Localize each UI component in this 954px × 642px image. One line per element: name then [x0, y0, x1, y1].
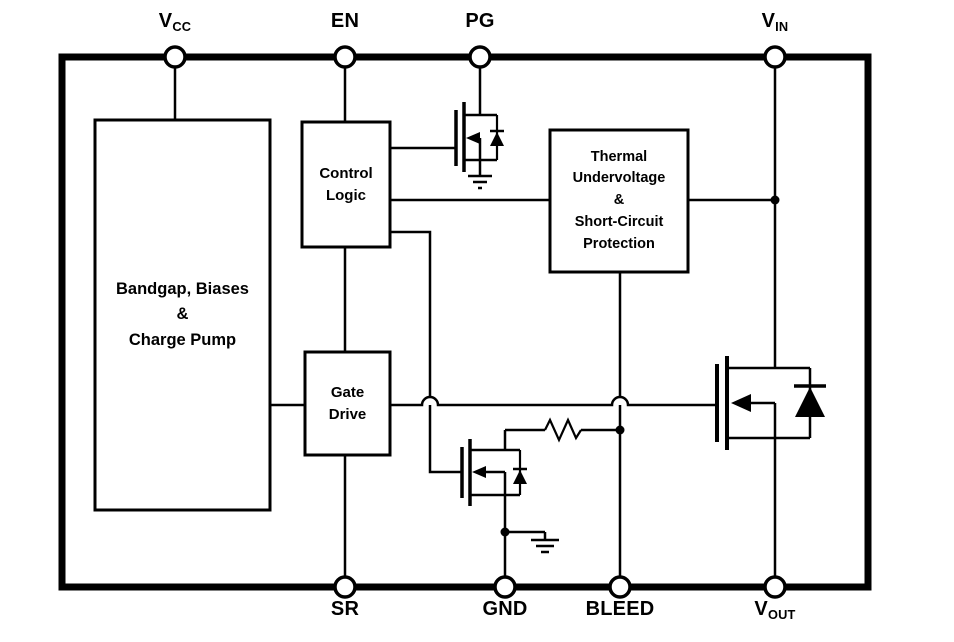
pin-label-vcc-base: V — [158, 10, 173, 32]
bandgap-block-box — [93, 118, 272, 512]
pin-terminal-en — [333, 45, 357, 69]
pin-label-pg-base: PG — [465, 10, 495, 32]
pin-label-vin-sub: IN — [775, 19, 789, 34]
pin-terminal-vin — [763, 45, 787, 69]
pin-label-pg: PG — [465, 10, 494, 33]
pg-mosfet-body-arrow-icon — [466, 132, 480, 144]
pin-label-vcc: VCC — [158, 10, 192, 34]
junction-dot-gnd-branch — [500, 527, 510, 537]
gate-drive-block-box — [303, 350, 392, 457]
protection-block-box — [548, 128, 690, 274]
pin-terminals — [163, 45, 787, 599]
pin-label-en-base: EN — [330, 10, 360, 32]
pin-label-vout-base: V — [754, 598, 768, 620]
junction-dot-bleed-resistor — [615, 425, 625, 435]
pin-label-bleed-base: BLEED — [585, 598, 655, 620]
pin-label-vout: VOUT — [754, 598, 796, 622]
pin-terminal-sr — [333, 575, 357, 599]
pin-label-vin: VIN — [761, 10, 789, 34]
bleed-mosfet-body-arrow-icon — [472, 466, 486, 478]
pin-terminal-vcc — [163, 45, 187, 69]
wire-gate-drive-output — [390, 395, 717, 407]
bleed-mosfet-diode-icon — [513, 470, 527, 484]
pin-label-gnd-base: GND — [482, 598, 528, 620]
pin-terminal-bleed — [608, 575, 632, 599]
pin-label-vcc-sub: CC — [172, 19, 192, 34]
pin-terminal-vout — [763, 575, 787, 599]
pass-mosfet — [715, 356, 826, 450]
pass-mosfet-body-arrow-icon — [731, 394, 751, 412]
pin-terminal-pg — [468, 45, 492, 69]
pin-terminal-gnd — [493, 575, 517, 599]
chip-boundary — [58, 53, 872, 591]
wire-gnd-symbol-branch — [505, 530, 547, 540]
pin-label-sr-base: SR — [330, 598, 360, 620]
pass-mosfet-diode-icon — [795, 387, 825, 417]
pin-label-sr: SR — [331, 598, 359, 621]
junction-dot-vin-protection — [770, 195, 780, 205]
bleed-mosfet — [460, 439, 527, 506]
pin-label-gnd: GND — [482, 598, 527, 621]
pg-mosfet — [454, 102, 504, 176]
pg-mosfet-diode-icon — [490, 132, 504, 146]
pin-label-vin-base: V — [761, 10, 776, 32]
ground-symbol-gnd-icon — [531, 538, 559, 554]
bleed-resistor-icon — [544, 417, 582, 443]
wire-ctrl-to-bleed-fet-gate — [390, 230, 462, 474]
pin-label-vout-sub: OUT — [767, 607, 796, 622]
control-logic-block-box — [300, 120, 392, 249]
pin-label-en: EN — [331, 10, 359, 33]
pin-label-bleed: BLEED — [586, 598, 655, 621]
ground-symbol-pg-icon — [468, 174, 492, 190]
